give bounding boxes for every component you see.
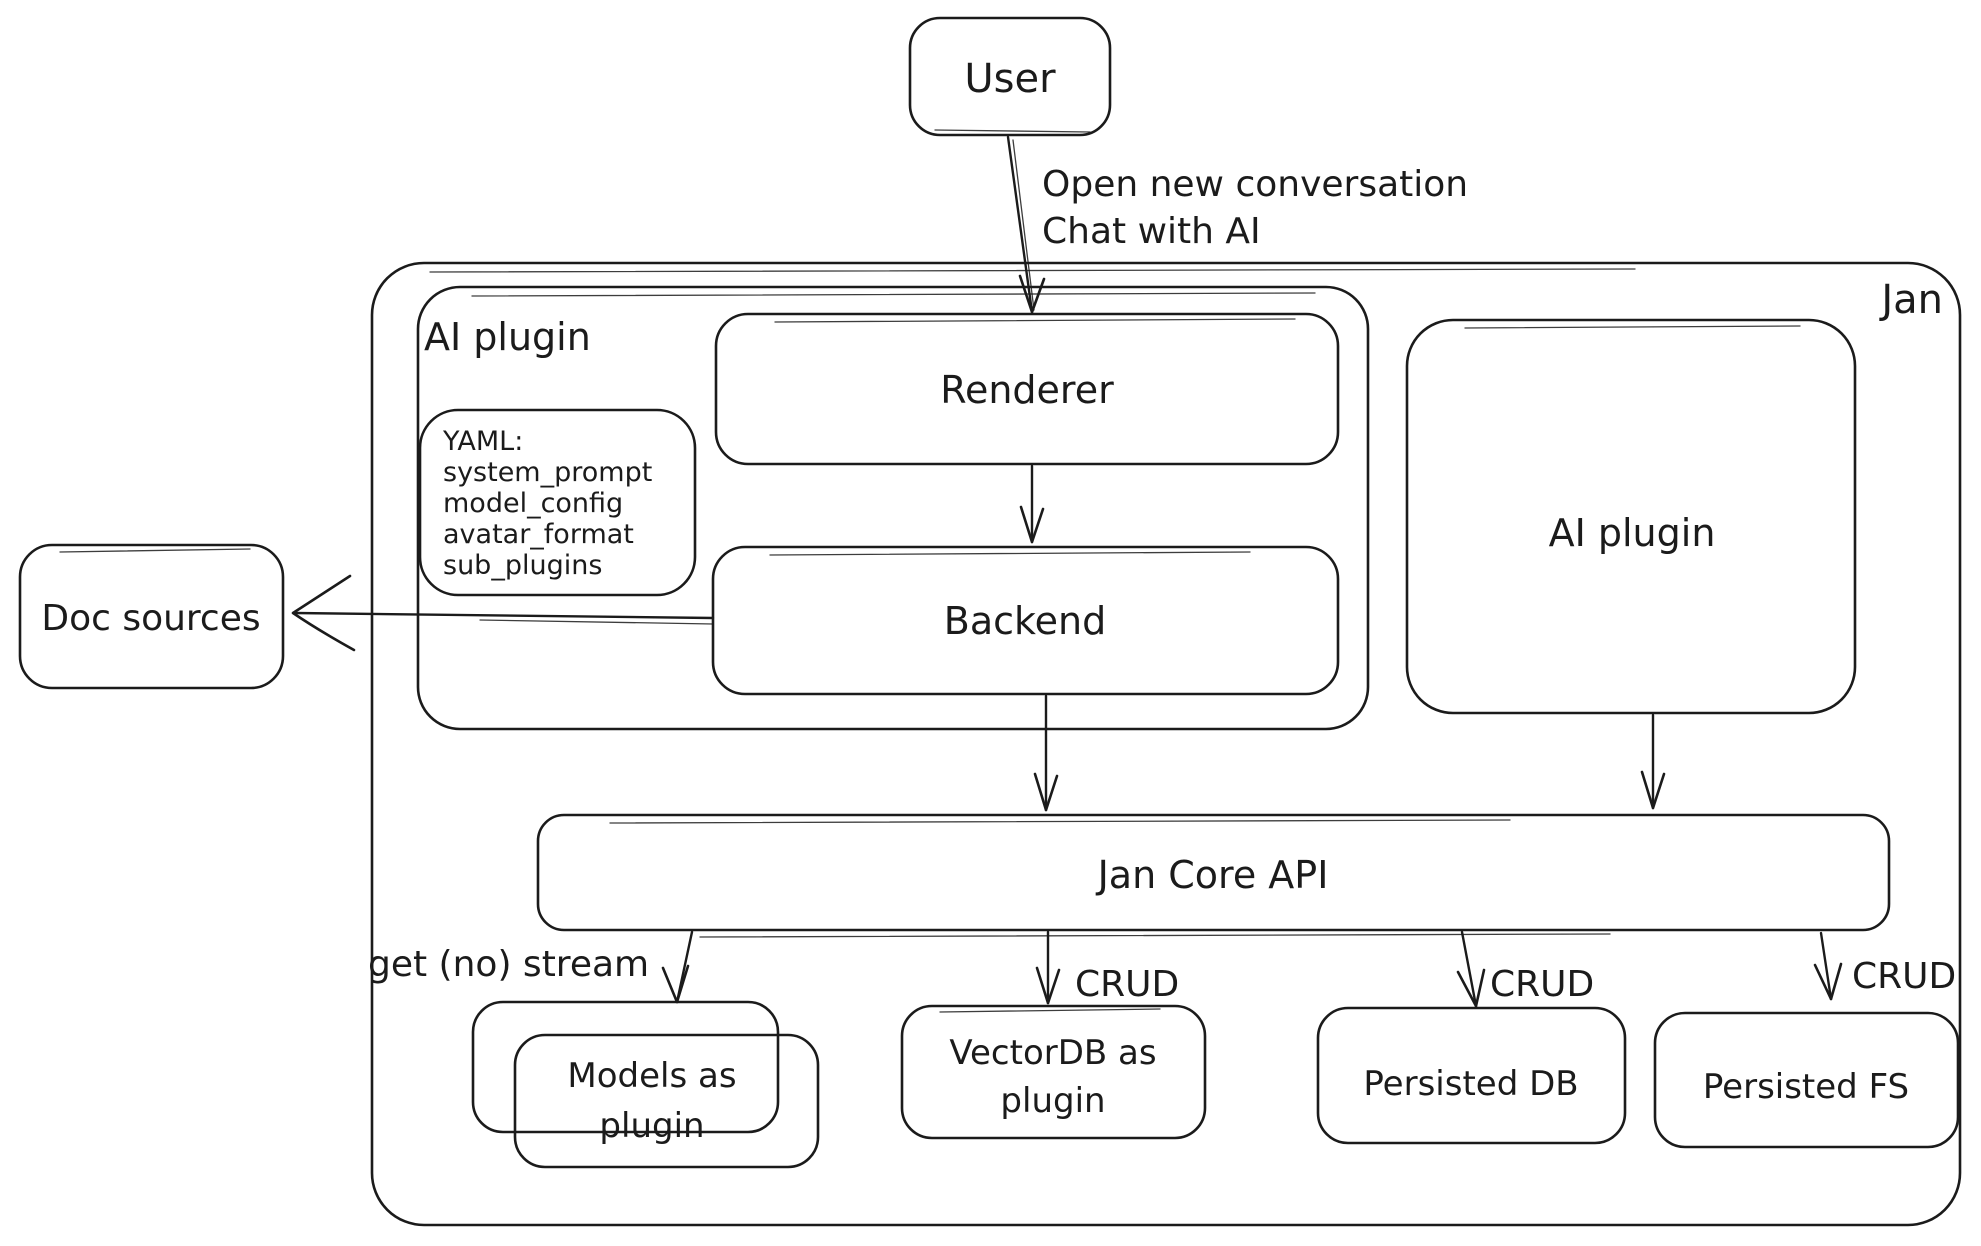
jan-core-api-box (536, 813, 1891, 932)
node-doc-sources: Doc sources (18, 543, 285, 690)
user-box (908, 16, 1112, 137)
yaml-note-line: avatar_format (443, 519, 634, 550)
arrow-head (1019, 505, 1045, 544)
sketch-stroke (609, 819, 1511, 824)
sketch-stroke (479, 619, 714, 625)
sketch-stroke (774, 318, 1296, 323)
backend-label: Backend (944, 599, 1106, 643)
persisted-db-label: Persisted DB (1363, 1064, 1578, 1104)
edge-backend-to-doc-sources (291, 574, 715, 652)
renderer-box (714, 312, 1340, 466)
node-models-as-plugin: Models as plugin (471, 1000, 820, 1169)
edge-backend-to-core (1033, 694, 1059, 812)
doc-sources-box (18, 543, 285, 690)
ai-plugin-container-label: AI plugin (424, 315, 591, 359)
jan-container-label: Jan (1878, 277, 1943, 323)
models-as-plugin-label: plugin (599, 1106, 704, 1146)
vectordb-label: plugin (1000, 1081, 1105, 1121)
sketch-stroke (939, 1008, 1161, 1013)
sketch-stroke (59, 548, 251, 553)
arrow-head (1813, 962, 1843, 1001)
edge-label-crud: CRUD (1075, 964, 1179, 1005)
persisted-fs-box (1653, 1011, 1960, 1149)
edge-core-to-persisted-fs: CRUD (1813, 931, 1956, 1001)
edge-core-to-persisted-db: CRUD (1456, 930, 1594, 1008)
doc-sources-label: Doc sources (41, 598, 260, 639)
arrow-head (1033, 772, 1059, 812)
sketch-stroke (471, 292, 1316, 297)
node-backend: Backend (711, 545, 1340, 696)
sketch-stroke (934, 129, 1091, 133)
user-label: User (964, 56, 1056, 102)
backend-box (711, 545, 1340, 696)
persisted-db-box (1316, 1006, 1627, 1145)
edge-label-crud: CRUD (1490, 964, 1594, 1005)
yaml-note-line: system_prompt (443, 457, 652, 488)
sketch-stroke (699, 933, 1611, 938)
arrow-head (1456, 968, 1486, 1008)
node-jan-core-api: Jan Core API (536, 813, 1891, 938)
arrow-line (1460, 930, 1478, 1008)
node-yaml-note: YAML: system_prompt model_config avatar_… (418, 408, 697, 597)
sketch-stroke (1012, 139, 1035, 311)
edge-renderer-to-backend (1019, 464, 1045, 544)
arrow-head (661, 964, 690, 1004)
sketch-stroke (769, 551, 1251, 556)
yaml-note-box (418, 408, 697, 597)
arrow-line (1819, 931, 1833, 1001)
node-persisted-fs: Persisted FS (1653, 1011, 1960, 1149)
node-persisted-db: Persisted DB (1316, 1006, 1627, 1145)
renderer-label: Renderer (940, 368, 1114, 412)
node-vectordb-as-plugin: VectorDB as plugin (900, 1004, 1207, 1140)
arrow-head (291, 574, 356, 652)
vectordb-label: VectorDB as (949, 1033, 1156, 1073)
ai-plugin-right-label: AI plugin (1549, 511, 1716, 555)
edge-label: Chat with AI (1042, 211, 1261, 252)
edge-label-get-no-stream: get (no) stream (368, 944, 649, 985)
edge-label: Open new conversation (1042, 164, 1468, 205)
edge-label-crud: CRUD (1852, 956, 1956, 997)
models-as-plugin-label: Models as (567, 1056, 736, 1096)
models-as-plugin-front-box (513, 1033, 820, 1169)
persisted-fs-label: Persisted FS (1703, 1067, 1909, 1107)
edge-ai-plugin-to-core (1640, 713, 1666, 810)
sketch-stroke (1464, 325, 1801, 329)
ai-plugin-right-box (1405, 318, 1857, 715)
edge-core-to-vectordb: CRUD (1035, 930, 1179, 1005)
node-user: User (908, 16, 1112, 137)
arrow-head (1018, 274, 1046, 314)
jan-core-api-label: Jan Core API (1096, 853, 1329, 897)
yaml-note-line: sub_plugins (443, 550, 602, 581)
yaml-note-line: YAML: (442, 426, 523, 457)
sketch-stroke (429, 268, 1636, 273)
edge-core-to-models: get (no) stream (368, 930, 694, 1004)
arrow-head (1035, 966, 1061, 1005)
vectordb-box (900, 1004, 1207, 1140)
node-ai-plugin-right: AI plugin (1405, 318, 1857, 715)
node-renderer: Renderer (714, 312, 1340, 466)
arrow-line (1006, 135, 1034, 314)
yaml-note-line: model_config (443, 488, 623, 519)
arrow-line (293, 611, 715, 620)
edge-user-to-renderer: Open new conversation Chat with AI (1006, 135, 1468, 314)
arrow-head (1640, 770, 1666, 810)
